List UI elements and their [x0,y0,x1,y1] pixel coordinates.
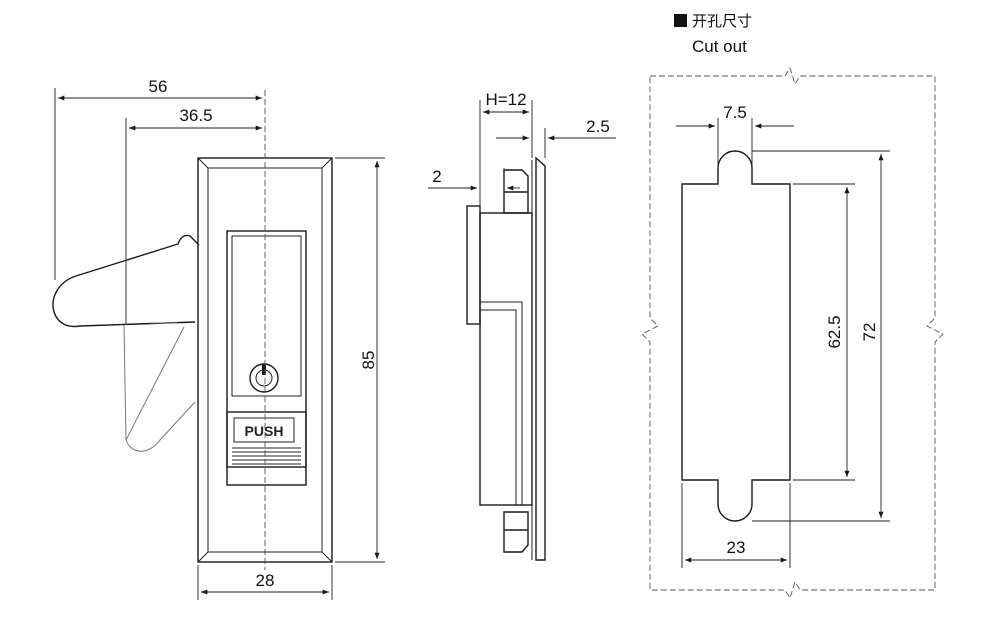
handle-recess [226,230,307,486]
dim-72: 72 [752,150,890,522]
dim-56: 56 [54,77,262,280]
lever-handle [52,234,200,328]
title-english: Cut out [692,37,747,56]
push-label: PUSH [245,423,284,439]
side-body [479,212,533,506]
cutout-view: 7.5 62.5 72 23 [641,66,944,600]
dim-23-label: 23 [727,538,746,557]
dim-2-label: 2 [432,167,441,186]
dim-72-label: 72 [860,323,879,342]
dim-85: 85 [335,157,385,563]
cutout-outline [681,150,791,522]
side-flange [535,156,546,561]
lever-swing-arc [123,322,196,452]
dim-2-5-label: 2.5 [586,117,610,136]
dim-h12-label: H=12 [485,90,526,109]
side-view: H=12 2.5 2 [428,90,616,561]
dim-23: 23 [681,483,791,568]
dim-7-5: 7.5 [676,103,794,165]
title-chinese: 开孔尺寸 [692,12,752,30]
dim-28: 28 [197,565,333,600]
side-top-clip [503,169,529,214]
dim-2: 2 [428,167,520,200]
keyhole-icon [249,363,279,393]
cutout-title: 开孔尺寸 Cut out [674,12,752,56]
dim-62-5: 62.5 [793,183,855,481]
plate-bevel [197,157,333,563]
dim-h12: H=12 [479,90,533,213]
panel-boundary [641,66,944,600]
side-inner-profile [480,301,523,505]
side-rear-plate [466,205,481,325]
dim-28-label: 28 [256,571,275,590]
dim-62-5-label: 62.5 [825,315,844,348]
push-button: PUSH [226,411,307,468]
side-bottom-clip [503,511,529,553]
dim-36-5: 36.5 [125,106,262,325]
square-bullet-icon [674,14,687,27]
front-view: PUSH 56 36.5 85 28 [52,77,385,600]
dim-7-5-label: 7.5 [723,103,747,122]
dim-85-label: 85 [359,351,378,370]
handle-recess-inner [231,235,302,397]
dim-2-5: 2.5 [496,117,616,158]
dim-36-5-label: 36.5 [179,106,212,125]
dim-56-label: 56 [149,77,168,96]
